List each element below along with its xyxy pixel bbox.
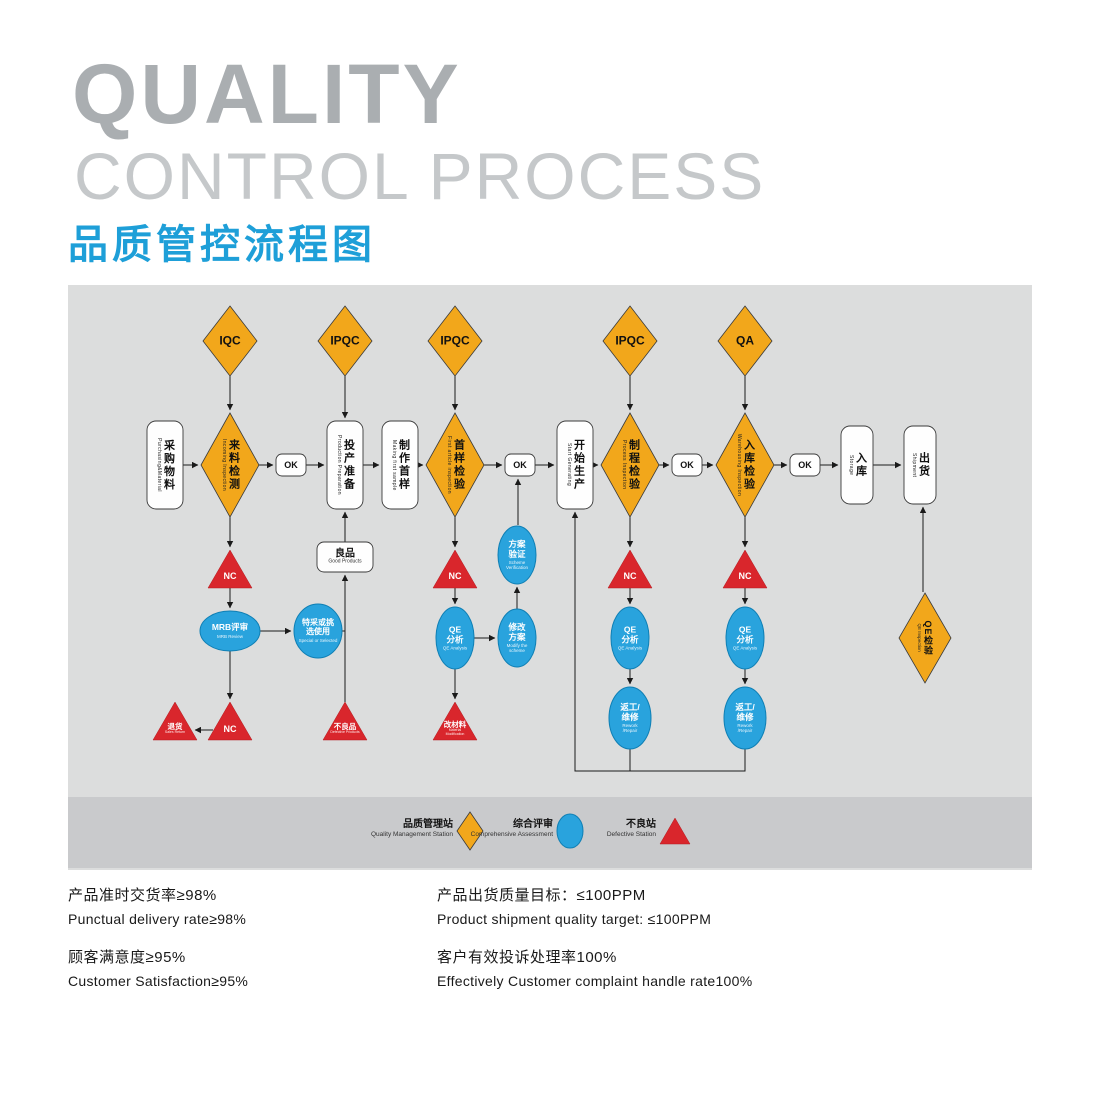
incoming-inspection-diamond xyxy=(200,412,260,518)
flow-connectors xyxy=(183,376,927,772)
legend-assessment-en: Comprehensive Assessment xyxy=(470,831,553,838)
storage-box xyxy=(840,425,874,505)
scheme-verification-ellipse xyxy=(497,525,537,585)
material-modification-triangle xyxy=(432,701,478,741)
ipqc-diamond-3 xyxy=(602,305,658,377)
stat-punctual-delivery: 产品准时交货率≥98% Punctual delivery rate≥98% xyxy=(68,884,246,927)
legend-item-defective-station: 不良站 Defective Station xyxy=(596,815,656,839)
qe-analysis-ellipse-2 xyxy=(610,606,650,670)
page-title-zh: 品质管控流程图 xyxy=(68,223,376,267)
process-inspection-diamond xyxy=(600,412,660,518)
legend-station-diamond xyxy=(456,811,484,851)
qe-analysis-ellipse-1 xyxy=(435,606,475,670)
stat-customer-satisfaction: 顾客满意度≥95% Customer Satisfaction≥95% xyxy=(68,946,248,989)
legend-band xyxy=(68,797,1032,868)
ok-box-4 xyxy=(789,453,821,477)
legend-defective-triangle xyxy=(659,817,691,845)
ok-box-2 xyxy=(504,453,536,477)
stat-shipment-quality-en: Product shipment quality target: ≤100PPM xyxy=(437,911,712,927)
legend-qms-en: Quality Management Station xyxy=(370,831,453,838)
stat-complaint-handle-zh: 客户有效投诉处理率100% xyxy=(437,949,617,966)
stat-shipment-quality: 产品出货质量目标：≤100PPM Product shipment qualit… xyxy=(437,884,711,927)
first-article-inspection-diamond xyxy=(425,412,485,518)
page-title-en-line1: QUALITY xyxy=(72,47,462,141)
ipqc-diamond-2 xyxy=(427,305,483,377)
ipqc-diamond-1 xyxy=(317,305,373,377)
stat-shipment-quality-zh: 产品出货质量目标：≤100PPM xyxy=(437,887,646,904)
qe-inspection-diamond xyxy=(898,592,952,684)
legend-assessment-ellipse xyxy=(556,813,584,849)
qe-analysis-ellipse-3 xyxy=(725,606,765,670)
stat-complaint-handle-en: Effectively Customer complaint handle ra… xyxy=(437,973,753,989)
stat-punctual-delivery-zh: 产品准时交货率≥98% xyxy=(68,887,217,904)
nc-triangle-first-article xyxy=(432,549,478,589)
purchasing-box xyxy=(146,420,184,510)
ok-box-1 xyxy=(275,453,307,477)
legend-item-quality-management-station: 品质管理站 Quality Management Station xyxy=(353,815,453,839)
legend-item-comprehensive-assessment: 综合评审 Comprehensive Assessment xyxy=(453,815,553,839)
nc-triangle-bottom xyxy=(207,701,253,741)
rework-repair-ellipse-2 xyxy=(723,686,767,750)
stat-customer-satisfaction-zh: 顾客满意度≥95% xyxy=(68,949,186,966)
legend-defective-en: Defective Station xyxy=(606,831,656,838)
page-title-en-line2: CONTROL PROCESS xyxy=(74,139,766,213)
mrb-review-ellipse xyxy=(199,610,261,652)
nc-triangle-warehousing xyxy=(722,549,768,589)
qa-diamond xyxy=(717,305,773,377)
production-preparation-box xyxy=(326,420,364,510)
special-or-selected-ellipse xyxy=(293,603,343,659)
legend-assessment-zh: 综合评审 xyxy=(513,819,553,830)
stat-punctual-delivery-en: Punctual delivery rate≥98% xyxy=(68,911,247,927)
ok-box-3 xyxy=(671,453,703,477)
nc-triangle-incoming xyxy=(207,549,253,589)
first-sample-box xyxy=(381,420,419,510)
stat-complaint-handle: 客户有效投诉处理率100% Effectively Customer compl… xyxy=(437,946,752,989)
nc-triangle-process xyxy=(607,549,653,589)
flowchart-shapes xyxy=(146,305,952,851)
iqc-diamond xyxy=(202,305,258,377)
flowchart-canvas: IQC IPQC IPQC IPQC QA Purchasing&Materia… xyxy=(68,285,1032,870)
legend-qms-zh: 品质管理站 xyxy=(403,819,453,830)
rework-repair-ellipse-1 xyxy=(608,686,652,750)
modify-scheme-ellipse xyxy=(497,608,537,668)
warehousing-inspection-diamond xyxy=(715,412,775,518)
stat-customer-satisfaction-en: Customer Satisfaction≥95% xyxy=(68,973,249,989)
shipment-box xyxy=(903,425,937,505)
good-products-box xyxy=(316,541,374,573)
start-production-box xyxy=(556,420,594,510)
legend-defective-zh: 不良站 xyxy=(626,819,656,830)
sales-return-triangle xyxy=(152,701,198,741)
defective-products-triangle xyxy=(322,701,368,741)
